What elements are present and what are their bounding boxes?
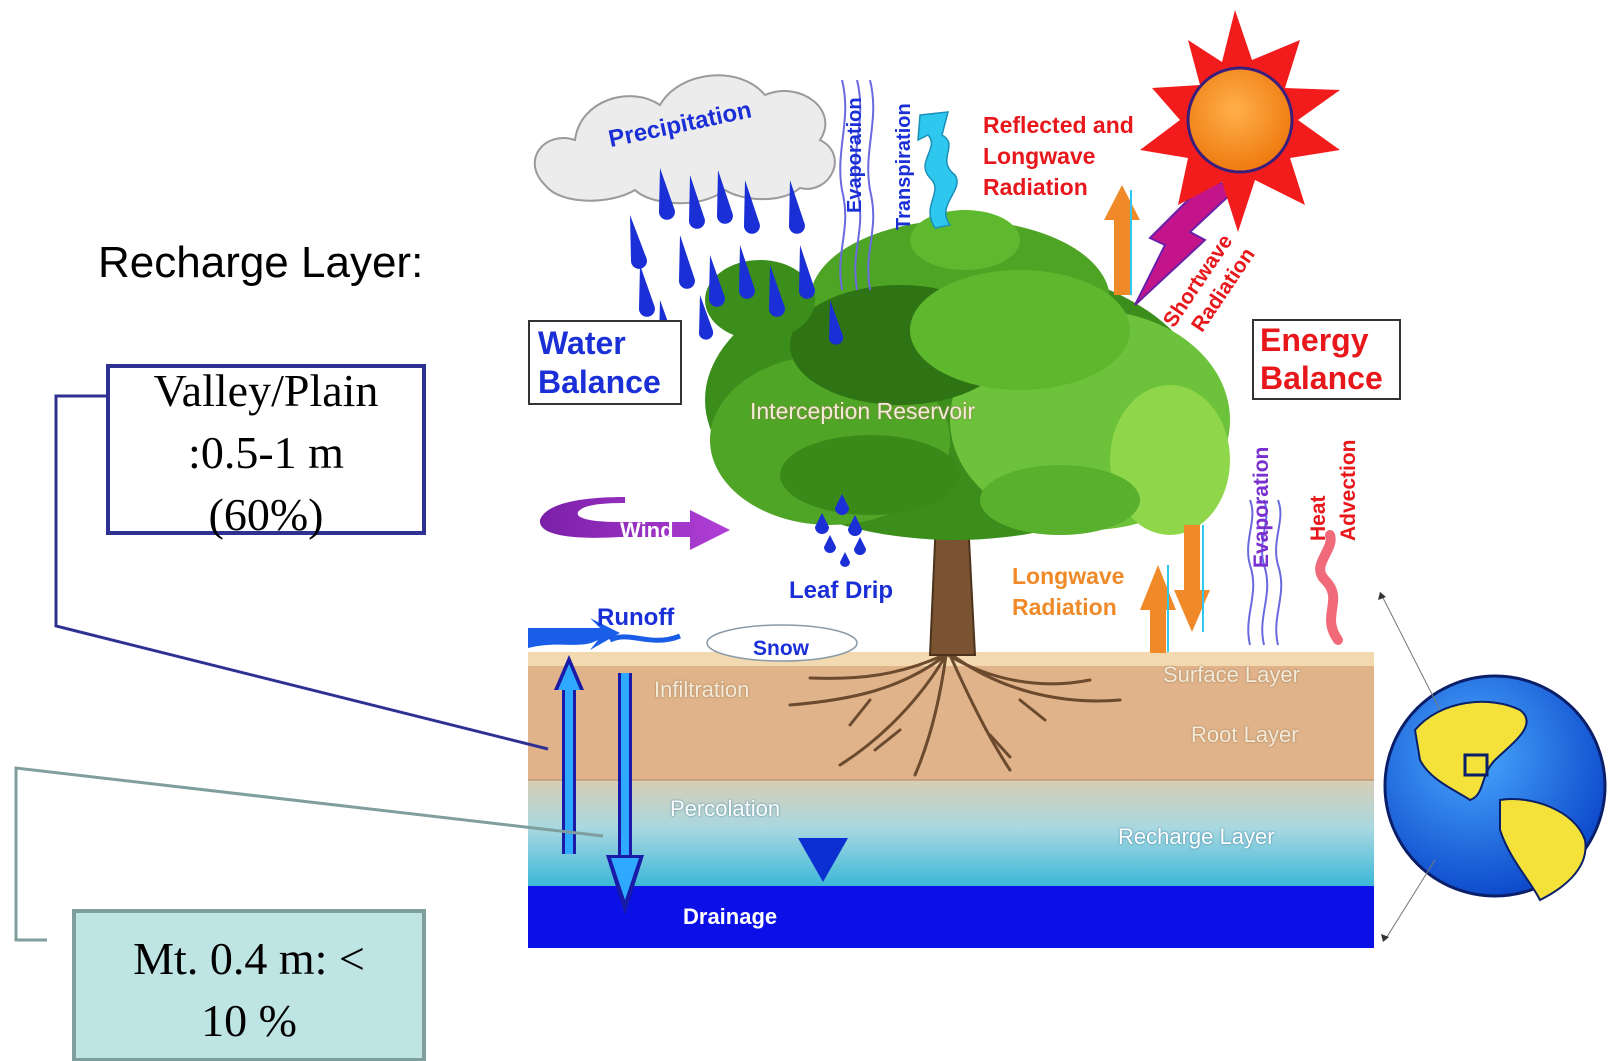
infiltration-arrow [554,655,584,854]
recharge-layer-label: Recharge Layer [1118,824,1275,849]
root-layer-band [528,666,1374,780]
longwave-line2: Radiation [1012,594,1117,620]
valley-callout-box [106,364,426,535]
evaporation-top-label: Evaporation [844,97,866,213]
valley-callout-connector [54,394,549,751]
wind-arrow [539,497,730,550]
drainage-band [528,886,1374,948]
mountain-callout-line2: 10 % [201,995,297,1046]
precipitation-cloud [533,74,836,205]
water-balance-line1: Water [538,325,626,361]
ground [528,652,1374,948]
transpiration-label: Transpiration [893,103,915,230]
water-balance-line2: Balance [538,364,661,400]
energy-balance-box [1252,319,1401,400]
recharge-layer-band [528,780,1374,886]
transpiration-arrow [917,111,958,229]
runoff-water [528,618,620,650]
mountain-callout-box [72,909,426,1061]
surface-layer-label: Surface Layer [1163,662,1300,687]
evaporation-wave-top [839,79,875,291]
water-balance-label: Water Balance [538,324,661,402]
drainage-label: Drainage [683,904,778,929]
leaf-drip-label: Leaf Drip [789,577,894,604]
mountain-callout-connector [14,766,604,942]
slide-heading: Recharge Layer: [98,238,424,287]
wind-label: Wind [620,518,674,543]
longwave-line1: Longwave [1012,563,1125,589]
tree-canopy [705,210,1230,540]
heat-advection-line2: Advection [1337,439,1360,541]
mountain-callout-line1: Mt. 0.4 m: < [133,933,365,984]
reflected-line3: Radiation [983,174,1088,200]
percolation-label: Percolation [670,796,781,821]
percolation-arrow [606,673,644,915]
heat-advection-label: Heat Advection [1304,439,1364,541]
longwave-radiation-label: Longwave Radiation [1012,561,1124,623]
tree-roots [788,653,1122,777]
evaporation-wave-right [1247,499,1283,646]
energy-balance-label: Energy Balance [1260,321,1383,397]
reflected-radiation-arrow [1104,185,1140,295]
reflected-line1: Reflected and [983,112,1134,138]
heat-advection-line1: Heat [1307,495,1330,541]
energy-balance-line1: Energy [1260,322,1369,358]
valley-callout-text: Valley/Plain :0.5-1 m (60%) [108,360,424,546]
evaporation-right-label: Evaporation [1250,446,1273,568]
runoff-label: Runoff [597,604,675,631]
root-layer-label: Root Layer [1191,722,1299,747]
globe [1378,591,1607,942]
heat-advection-arrow [1315,530,1343,645]
snow-label: Snow [753,637,809,660]
water-table-marker [798,838,848,882]
valley-callout-line1: Valley/Plain [153,365,379,416]
leaf-drip-drops [815,494,866,567]
valley-callout-line2: :0.5-1 m [188,427,344,478]
energy-balance-line2: Balance [1260,360,1383,396]
reflected-line2: Longwave [983,143,1096,169]
sun [1140,10,1340,232]
snow-mound [706,624,858,662]
water-balance-box [528,320,682,405]
interception-reservoir-label: Interception Reservoir [750,398,975,424]
longwave-radiation-arrows [1140,525,1210,653]
mountain-callout-text: Mt. 0.4 m: < 10 % [74,928,424,1052]
valley-callout-line3: (60%) [208,489,324,540]
reflected-radiation-label: Reflected and Longwave Radiation [983,110,1134,203]
infiltration-label: Infiltration [654,677,750,702]
